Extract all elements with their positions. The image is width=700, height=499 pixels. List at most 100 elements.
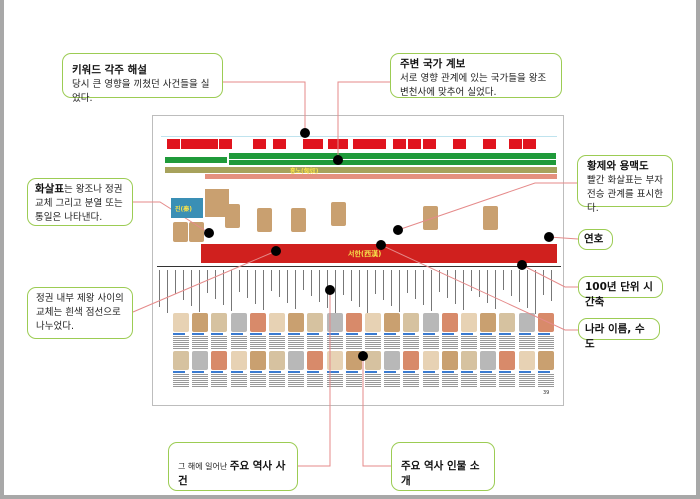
event-column-text bbox=[335, 270, 336, 314]
event-column-text bbox=[375, 270, 376, 294]
figure-caption bbox=[269, 333, 285, 349]
figure-caption bbox=[249, 333, 266, 349]
event-column-text bbox=[463, 270, 464, 310]
callout-events: 그 해에 일어난 주요 역사 사건 bbox=[168, 442, 298, 491]
figure-caption bbox=[288, 371, 305, 387]
callout-succession: 정권 내부 제왕 사이의 교체는 흰색 점선으로 나누었다. bbox=[27, 287, 133, 339]
event-column-text bbox=[319, 270, 320, 302]
figure-caption bbox=[499, 333, 516, 349]
figure-caption bbox=[537, 333, 554, 349]
figure-portrait bbox=[403, 351, 420, 370]
figure-portrait bbox=[249, 351, 266, 370]
callout-era-name: 연호 bbox=[578, 229, 613, 250]
figure-portrait bbox=[384, 313, 401, 332]
figure-portrait bbox=[499, 351, 516, 370]
event-column-text bbox=[487, 270, 488, 303]
neighbor-bar-1 bbox=[229, 153, 556, 159]
event-column-text bbox=[431, 270, 432, 311]
figure-caption bbox=[422, 371, 439, 387]
event-box bbox=[273, 139, 286, 149]
emperor-portrait bbox=[331, 202, 346, 226]
figure-caption bbox=[384, 371, 401, 387]
figure-portrait bbox=[173, 313, 189, 332]
event-column-text bbox=[199, 270, 200, 312]
event-box bbox=[509, 139, 522, 149]
figure-caption bbox=[173, 333, 189, 349]
xiongnu-bar bbox=[165, 167, 557, 173]
figure-caption bbox=[307, 371, 324, 387]
figure-portrait bbox=[173, 351, 189, 370]
event-column-text bbox=[271, 270, 272, 291]
figure-portrait bbox=[480, 313, 497, 332]
event-column-text bbox=[175, 270, 176, 294]
event-column-text bbox=[503, 270, 504, 290]
figure-caption bbox=[230, 333, 247, 349]
event-column-text bbox=[551, 270, 552, 301]
figure-portrait bbox=[441, 351, 458, 370]
figure-caption bbox=[192, 371, 209, 387]
figure-caption bbox=[307, 333, 324, 349]
figure-caption bbox=[192, 333, 209, 349]
qin-label: 진(秦) bbox=[175, 206, 193, 213]
event-column-text bbox=[207, 270, 208, 293]
event-column-text bbox=[183, 270, 184, 300]
callout-title: 100년 단위 시간축 bbox=[585, 281, 653, 308]
figure-portrait bbox=[288, 313, 305, 332]
figure-portrait bbox=[384, 351, 401, 370]
marker-dot bbox=[271, 246, 281, 256]
figure-portrait bbox=[288, 351, 305, 370]
callout-title: 나라 이름, 수도 bbox=[585, 323, 645, 350]
figure-portrait bbox=[461, 351, 477, 370]
figure-caption bbox=[211, 333, 228, 349]
figure-caption bbox=[441, 333, 458, 349]
figure-caption bbox=[403, 333, 420, 349]
figure-portrait bbox=[480, 351, 497, 370]
callout-title: 황제와 용맥도 bbox=[587, 160, 649, 172]
marker-dot bbox=[544, 232, 554, 242]
figure-portrait bbox=[345, 351, 362, 370]
figure-caption bbox=[326, 371, 343, 387]
event-box bbox=[393, 139, 406, 149]
marker-dot bbox=[358, 351, 368, 361]
event-column-text bbox=[511, 270, 512, 296]
event-column-text bbox=[519, 270, 520, 302]
timeline-page: 흉노(匈奴) 진(秦) 서한(西漢) 39 bbox=[152, 115, 564, 406]
event-column-text bbox=[191, 270, 192, 306]
figure-portrait bbox=[230, 351, 247, 370]
figure-portrait bbox=[518, 351, 535, 370]
event-box bbox=[193, 139, 206, 149]
callout-keyword: 키워드 각주 해설 당시 큰 영향을 끼쳤던 사건들을 실었다. bbox=[62, 53, 223, 104]
figure-caption bbox=[288, 333, 305, 349]
event-box bbox=[205, 139, 218, 149]
figure-caption bbox=[537, 371, 554, 387]
emperor-portrait bbox=[483, 206, 498, 230]
figure-portrait bbox=[422, 351, 439, 370]
figure-portrait bbox=[403, 313, 420, 332]
event-column-text bbox=[359, 270, 360, 307]
event-column-text bbox=[495, 270, 496, 309]
figure-portrait bbox=[249, 313, 266, 332]
figure-caption bbox=[326, 333, 343, 349]
figure-portrait bbox=[499, 313, 516, 332]
event-column-text bbox=[367, 270, 368, 313]
event-column-text bbox=[223, 270, 224, 305]
figure-portrait bbox=[230, 313, 247, 332]
marker-dot bbox=[300, 128, 310, 138]
figure-caption bbox=[518, 333, 535, 349]
event-box bbox=[453, 139, 466, 149]
figure-portrait bbox=[441, 313, 458, 332]
callout-neighbors: 주변 국가 계보 서로 영향 관계에 있는 국가들을 왕조 변천사에 맞추어 실… bbox=[390, 53, 562, 98]
event-box bbox=[423, 139, 436, 149]
marker-dot bbox=[376, 240, 386, 250]
figure-portrait bbox=[345, 313, 362, 332]
event-column-text bbox=[471, 270, 472, 291]
figure-caption bbox=[365, 333, 381, 349]
figure-portrait bbox=[307, 313, 324, 332]
emperor-portrait bbox=[189, 222, 204, 242]
event-column-text bbox=[247, 270, 248, 298]
marker-dot bbox=[204, 228, 214, 238]
figure-caption bbox=[422, 333, 439, 349]
event-column-text bbox=[439, 270, 440, 292]
figure-portrait bbox=[461, 313, 477, 332]
figure-caption bbox=[461, 333, 477, 349]
